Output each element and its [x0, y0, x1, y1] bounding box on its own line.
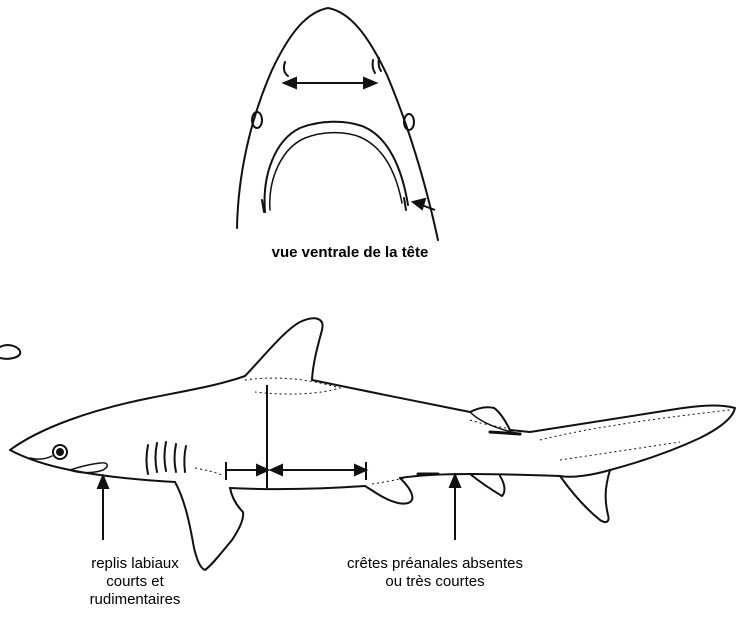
preanal-ridges-label-line2: ou très courtes — [280, 573, 590, 591]
anal-fin — [470, 474, 504, 496]
preanal-ridges-label: crêtes préanales absentes ou très courte… — [280, 555, 590, 591]
caudal-lower-dots — [560, 442, 680, 460]
gill-slit-4 — [175, 444, 177, 472]
partial-fin-fragment — [0, 345, 20, 359]
pointer-labial-fold — [98, 476, 108, 540]
labial-folds-label-line2: courts et — [60, 573, 210, 591]
labial-folds-label-line1: replis labiaux — [60, 555, 210, 573]
preanal-ridges-label-line1: crêtes préanales absentes — [280, 555, 590, 573]
labial-fold — [70, 463, 107, 473]
interdorsal-measurement-arrows — [226, 462, 366, 480]
labial-folds-label-line3: rudimentaires — [60, 591, 210, 609]
gill-slit-3 — [165, 442, 167, 471]
body-dorsal-outline — [10, 318, 735, 476]
mouth — [30, 456, 52, 459]
pointer-preanal-ridges — [450, 475, 460, 540]
labial-folds-label: replis labiaux courts et rudimentaires — [60, 555, 210, 609]
pectoral-fin-base-dots — [195, 468, 222, 475]
caudal-lower-lobe — [560, 470, 610, 522]
gill-slit-5 — [184, 446, 186, 472]
head-view-caption: vue ventrale de la tête — [200, 244, 500, 262]
gill-slit-2 — [156, 443, 158, 472]
pelvic-fin — [365, 478, 412, 504]
gill-slit-1 — [147, 445, 149, 474]
dorsal-fin-base-dots — [245, 378, 340, 394]
